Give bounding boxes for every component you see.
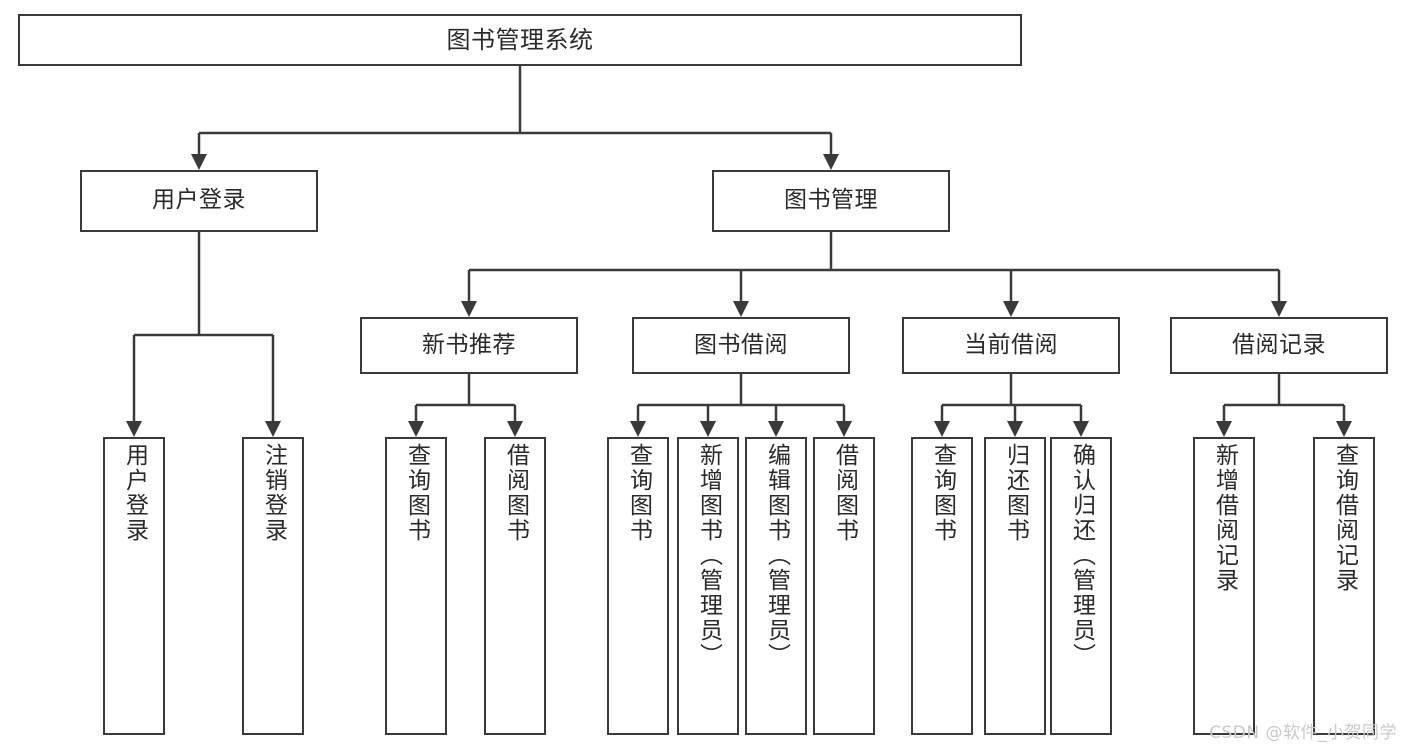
- connector-arrowhead: [823, 154, 839, 170]
- connector-arrowhead: [630, 421, 646, 437]
- connector-arrowhead: [1336, 421, 1352, 437]
- node-label: 注销登录: [260, 443, 287, 543]
- connector-arrowhead: [733, 301, 749, 317]
- node-root[interactable]: 图书管理系统: [18, 14, 1022, 66]
- node-label: 查询图书: [625, 443, 652, 543]
- connector-arrowhead: [507, 421, 523, 437]
- leaf-leaf-edit-book[interactable]: 编辑图书（管理员）: [745, 437, 807, 735]
- node-label: 当前借阅: [964, 331, 1058, 358]
- node-label: 新增图书（管理员）: [695, 443, 722, 668]
- node-new-book-recommend[interactable]: 新书推荐: [360, 317, 578, 374]
- connector-arrowhead: [191, 154, 207, 170]
- node-label: 借阅记录: [1232, 331, 1326, 358]
- connector-arrowhead: [461, 301, 477, 317]
- connector-arrowhead: [126, 421, 142, 437]
- connector-arrowhead: [1003, 301, 1019, 317]
- leaf-leaf-borrow-book-2[interactable]: 借阅图书: [813, 437, 875, 735]
- node-label: 用户登录: [121, 443, 148, 543]
- node-label: 编辑图书（管理员）: [763, 443, 790, 668]
- connector-arrowhead: [1271, 301, 1287, 317]
- node-label: 图书借阅: [694, 331, 788, 358]
- leaf-leaf-confirm-return[interactable]: 确认归还（管理员）: [1050, 437, 1112, 735]
- connector-arrowhead: [1073, 421, 1089, 437]
- leaf-leaf-query-book-2[interactable]: 查询图书: [607, 437, 669, 735]
- node-book-borrow[interactable]: 图书借阅: [632, 317, 850, 374]
- node-book-manage[interactable]: 图书管理: [712, 170, 950, 232]
- connector-arrowhead: [408, 421, 424, 437]
- node-user-login[interactable]: 用户登录: [80, 170, 318, 232]
- leaf-leaf-return-book[interactable]: 归还图书: [984, 437, 1046, 735]
- connector-arrowhead: [934, 421, 950, 437]
- node-label: 图书管理: [784, 187, 878, 214]
- node-label: 查询图书: [403, 443, 430, 543]
- node-label: 确认归还（管理员）: [1068, 443, 1095, 668]
- connector-arrowhead: [768, 421, 784, 437]
- node-label: 查询图书: [929, 443, 956, 543]
- leaf-leaf-add-record[interactable]: 新增借阅记录: [1193, 437, 1255, 735]
- leaf-leaf-query-book-3[interactable]: 查询图书: [911, 437, 973, 735]
- node-label: 新书推荐: [422, 331, 516, 358]
- leaf-leaf-logout[interactable]: 注销登录: [242, 437, 304, 735]
- leaf-leaf-user-login[interactable]: 用户登录: [103, 437, 165, 735]
- node-current-borrow[interactable]: 当前借阅: [902, 317, 1120, 374]
- connector-arrowhead: [836, 421, 852, 437]
- leaf-leaf-borrow-book-1[interactable]: 借阅图书: [484, 437, 546, 735]
- connector-arrowhead: [265, 421, 281, 437]
- node-label: 用户登录: [152, 187, 246, 214]
- connector-arrowhead: [1007, 421, 1023, 437]
- leaf-leaf-query-book-1[interactable]: 查询图书: [385, 437, 447, 735]
- node-label: 图书管理系统: [446, 25, 594, 54]
- node-label: 新增借阅记录: [1211, 443, 1238, 593]
- node-label: 归还图书: [1002, 443, 1029, 543]
- connector-arrowhead: [1216, 421, 1232, 437]
- node-label: 借阅图书: [502, 443, 529, 543]
- node-label: 查询借阅记录: [1331, 443, 1358, 593]
- node-borrow-record[interactable]: 借阅记录: [1170, 317, 1388, 374]
- leaf-leaf-add-book[interactable]: 新增图书（管理员）: [677, 437, 739, 735]
- watermark-label: CSDN @软件_小贺同学: [1209, 723, 1397, 743]
- connector-arrowhead: [700, 421, 716, 437]
- node-label: 借阅图书: [831, 443, 858, 543]
- leaf-leaf-query-record[interactable]: 查询借阅记录: [1313, 437, 1375, 735]
